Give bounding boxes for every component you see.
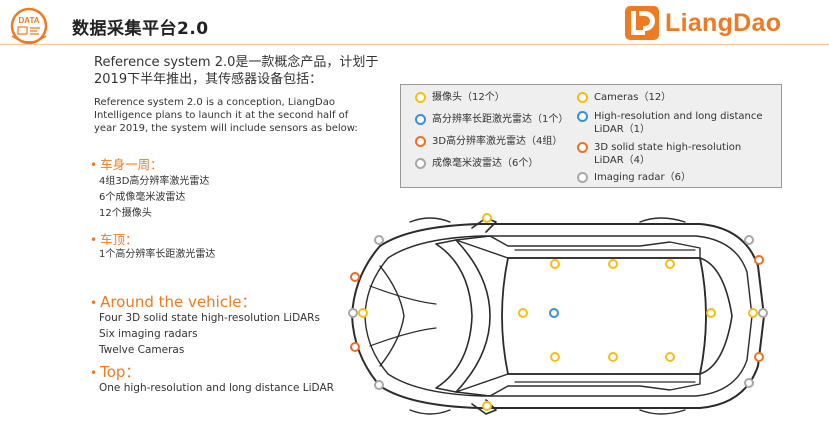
radar-sensor xyxy=(744,235,754,245)
list-item: Four 3D solid state high-resolution LiDA… xyxy=(99,312,320,324)
bullet-icon: • xyxy=(90,158,98,172)
section-heading-around-zh: •车身一周： xyxy=(90,154,163,173)
camera-dot-icon xyxy=(577,92,588,103)
radar-sensor xyxy=(758,308,768,318)
list-item: Twelve Cameras xyxy=(99,344,185,356)
legend-label-line: LiDAR（4） xyxy=(594,155,651,166)
camera-sensor xyxy=(706,308,716,318)
legend-label: 3D高分辨率激光雷达（4组） xyxy=(432,136,563,147)
list-top-zh: 1个高分辨率长距激光雷达 xyxy=(99,247,215,263)
camera-sensor xyxy=(665,259,675,269)
legend-hr-lidar-en: High-resolution and long distance LiDAR（… xyxy=(577,110,763,136)
intro-zh-line: Reference system 2.0是一款概念产品，计划于 xyxy=(94,55,379,70)
lidar-3d-dot-icon xyxy=(577,142,588,153)
camera-sensor xyxy=(482,401,492,411)
list-around-zh: 4组3D高分辨率激光雷达 6个成像毫米波雷达 12个摄像头 xyxy=(99,174,209,222)
radar-dot-icon xyxy=(577,172,588,183)
radar-sensor xyxy=(348,308,358,318)
sensor-legend: 摄像头（12个） 高分辨率长距激光雷达（1个） 3D高分辨率激光雷达（4组） 成… xyxy=(400,84,782,188)
legend-label: 高分辨率长距激光雷达（1个） xyxy=(432,114,569,125)
lidar-3d-sensor xyxy=(754,255,764,265)
camera-sensor xyxy=(550,259,560,269)
heading-label: 车身一周： xyxy=(100,157,163,172)
camera-sensor xyxy=(550,352,560,362)
lidar-3d-dot-icon xyxy=(415,136,426,147)
list-item: One high-resolution and long distance Li… xyxy=(99,382,334,394)
legend-label: 成像毫米波雷达（6个） xyxy=(432,158,539,169)
header-divider xyxy=(0,44,829,45)
radar-sensor xyxy=(744,378,754,388)
bullet-icon: • xyxy=(90,296,98,310)
list-around-en: Four 3D solid state high-resolution LiDA… xyxy=(99,310,320,358)
heading-label: Around the vehicle： xyxy=(100,293,257,311)
section-heading-top-en: •Top： xyxy=(90,361,140,382)
lidar-3d-sensor xyxy=(350,272,360,282)
list-top-en: One high-resolution and long distance Li… xyxy=(99,380,334,396)
hr-lidar-dot-icon xyxy=(415,114,426,125)
logo-text: LiangDao xyxy=(665,8,782,37)
radar-dot-icon xyxy=(415,158,426,169)
legend-3d-lidar-zh: 3D高分辨率激光雷达（4组） xyxy=(415,135,562,148)
intro-en-line: Reference system 2.0 is a conception, Li… xyxy=(94,97,335,108)
page-title: 数据采集平台2.0 xyxy=(72,19,209,39)
lidar-3d-sensor xyxy=(350,342,360,352)
list-item: Six imaging radars xyxy=(99,328,198,340)
legend-label: High-resolution and long distance LiDAR（… xyxy=(594,110,763,136)
camera-sensor xyxy=(518,308,528,318)
list-item: 12个摄像头 xyxy=(99,208,152,219)
bullet-icon: • xyxy=(90,233,98,247)
section-heading-around-en: •Around the vehicle： xyxy=(90,291,256,312)
camera-sensor xyxy=(608,259,618,269)
legend-radar-zh: 成像毫米波雷达（6个） xyxy=(415,157,538,170)
intro-en-line: Intelligence plans to launch it at the s… xyxy=(94,110,349,121)
intro-en-line: year 2019, the system will include senso… xyxy=(94,123,358,134)
badge-text: DATA xyxy=(18,16,39,25)
heading-label: 车顶： xyxy=(100,232,138,247)
legend-camera-en: Cameras（12） xyxy=(577,91,671,104)
intro-chinese: Reference system 2.0是一款概念产品，计划于 2019下半年推… xyxy=(94,54,394,88)
camera-sensor xyxy=(358,308,368,318)
legend-camera-zh: 摄像头（12个） xyxy=(415,91,505,104)
lidar-3d-sensor xyxy=(754,352,764,362)
camera-sensor xyxy=(608,352,618,362)
legend-label-line: LiDAR（1） xyxy=(594,124,651,135)
legend-label: Imaging radar（6） xyxy=(594,172,691,183)
list-item: 4组3D高分辨率激光雷达 xyxy=(99,176,210,187)
legend-label-line: 3D solid state high-resolution xyxy=(594,142,742,153)
car-sensor-diagram xyxy=(340,206,780,426)
camera-sensor xyxy=(482,213,492,223)
hr-lidar-sensor xyxy=(549,308,559,318)
data-badge-icon: DATA xyxy=(10,7,48,45)
hr-lidar-dot-icon xyxy=(577,111,588,122)
legend-label: 3D solid state high-resolution LiDAR（4） xyxy=(594,141,741,167)
camera-dot-icon xyxy=(415,92,426,103)
bullet-icon: • xyxy=(90,366,98,380)
list-item: 6个成像毫米波雷达 xyxy=(99,192,186,203)
radar-sensor xyxy=(374,380,384,390)
legend-radar-en: Imaging radar（6） xyxy=(577,171,691,184)
legend-label: 摄像头（12个） xyxy=(432,92,505,103)
liangdao-logo-icon xyxy=(625,6,659,40)
legend-label: Cameras（12） xyxy=(594,92,672,103)
legend-hr-lidar-zh: 高分辨率长距激光雷达（1个） xyxy=(415,113,568,126)
camera-sensor xyxy=(748,308,758,318)
section-heading-top-zh: •车顶： xyxy=(90,229,138,248)
camera-sensor xyxy=(665,352,675,362)
heading-label: Top： xyxy=(100,363,141,381)
legend-label-line: High-resolution and long distance xyxy=(594,111,763,122)
intro-zh-line: 2019下半年推出，其传感器设备包括： xyxy=(94,72,323,87)
radar-sensor xyxy=(374,235,384,245)
legend-3d-lidar-en: 3D solid state high-resolution LiDAR（4） xyxy=(577,141,741,167)
list-item: 1个高分辨率长距激光雷达 xyxy=(99,249,216,260)
company-logo: LiangDao xyxy=(624,5,781,41)
intro-english: Reference system 2.0 is a conception, Li… xyxy=(94,96,374,135)
